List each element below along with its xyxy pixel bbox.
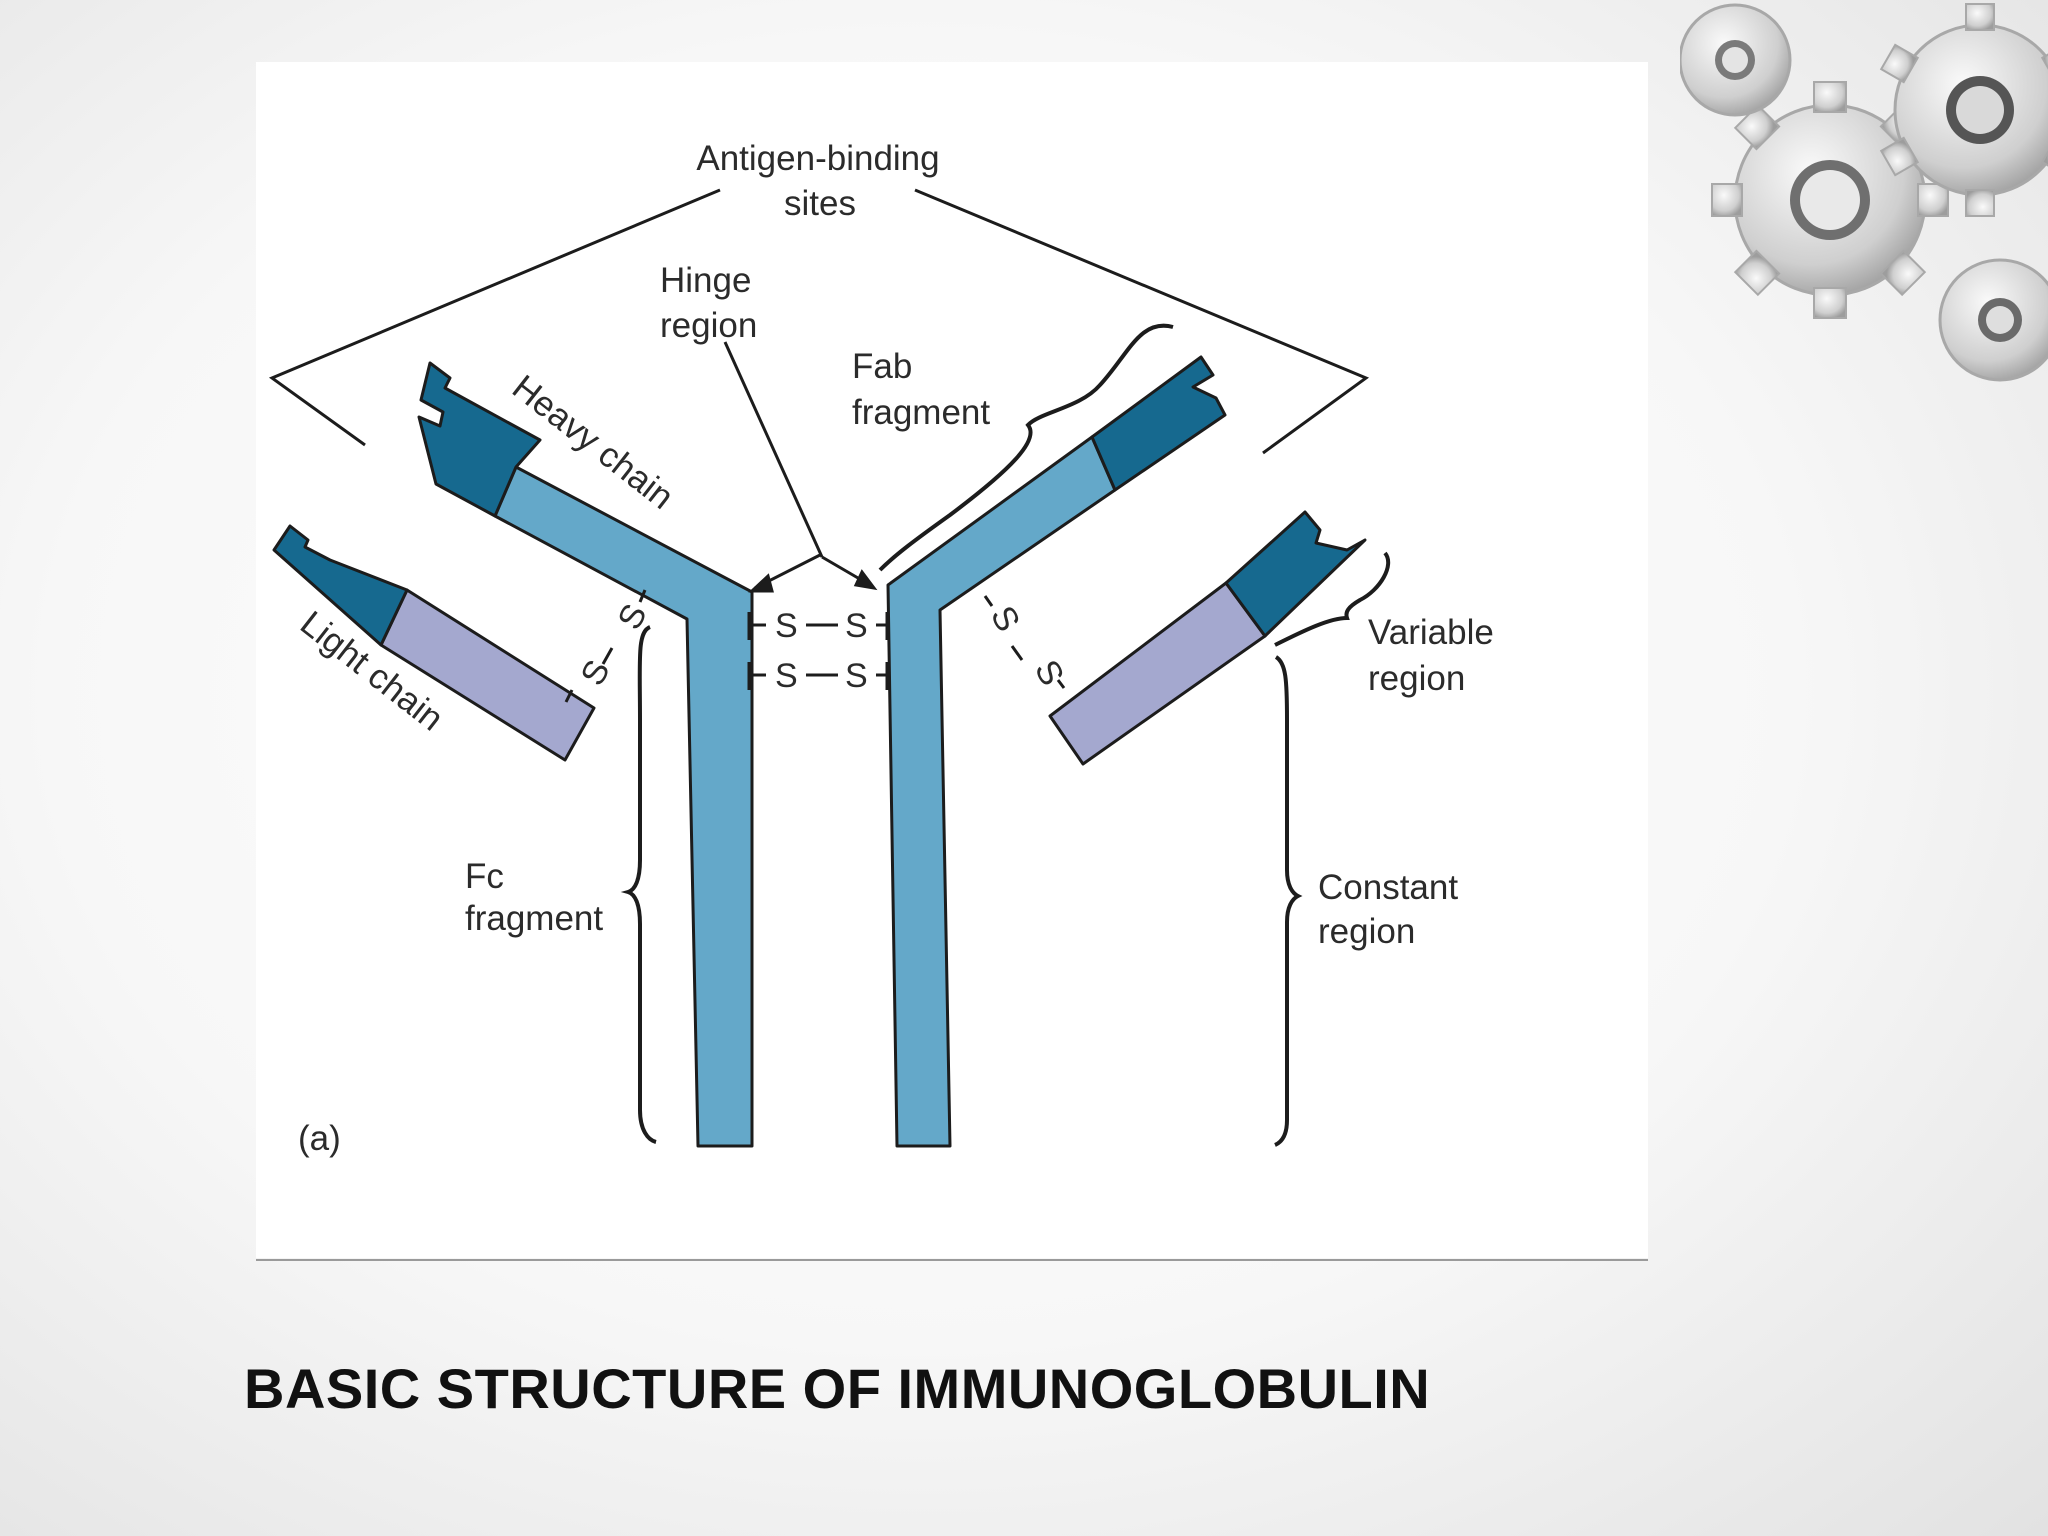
antigen-binding-bracket [268, 188, 1370, 455]
antigen-binding-label-line1: Antigen-binding [696, 139, 939, 178]
hinge-pointer [723, 341, 878, 593]
fc-bracket [620, 625, 657, 1144]
disulfide-bond-left: S S [564, 589, 655, 703]
right-light-chain [1048, 510, 1367, 766]
variable-region-label-line1: Variable [1368, 613, 1494, 652]
right-light-constant-region [1048, 581, 1267, 766]
fab-bracket [878, 323, 1174, 572]
fc-label-line1: Fc [465, 857, 504, 896]
disulfide-bonds-hinge [747, 612, 889, 690]
slide-title: BASIC STRUCTURE OF IMMUNOGLOBULIN [244, 1357, 1431, 1420]
antigen-binding-label-line2: sites [784, 184, 856, 223]
gear-icon [1680, 3, 1792, 117]
fab-label-line1: Fab [852, 347, 912, 386]
right-heavy-constant-region [886, 435, 1117, 1148]
disulfide-bond-right: S S [983, 595, 1071, 692]
left-light-variable-region [272, 524, 409, 647]
variable-bracket [1274, 551, 1391, 647]
disulfide-s-4: S [845, 657, 868, 695]
disulfide-s-2: S [845, 607, 868, 645]
variable-region-label-line2: region [1368, 659, 1465, 698]
disulfide-s-7: S [983, 600, 1027, 638]
gear-icon [1938, 258, 2048, 382]
hinge-label-line1: Hinge [660, 261, 751, 300]
constant-region-label-line2: region [1318, 912, 1415, 951]
disulfide-s-1: S [775, 607, 798, 645]
hinge-label-line2: region [660, 306, 757, 345]
right-heavy-variable-region [1090, 355, 1227, 492]
right-light-variable-region [1224, 510, 1367, 638]
disulfide-s-8: S [1027, 654, 1071, 692]
gear-icon [1879, 3, 2048, 217]
gears-decoration [1680, 3, 2048, 382]
fab-label-line2: fragment [852, 393, 990, 432]
panel-label: (a) [298, 1119, 341, 1158]
constant-bracket [1274, 655, 1303, 1147]
left-light-constant-region [379, 588, 596, 762]
constant-region-label-line1: Constant [1318, 868, 1458, 907]
left-heavy-chain [417, 361, 754, 1148]
disulfide-s-6: S [574, 654, 618, 692]
left-heavy-constant-region [493, 465, 754, 1148]
right-heavy-chain [886, 355, 1227, 1148]
disulfide-s-3: S [775, 657, 798, 695]
gear-icon [1711, 81, 1949, 319]
left-light-chain [272, 524, 596, 762]
fc-label-line2: fragment [465, 899, 603, 938]
left-heavy-variable-region [417, 361, 542, 518]
figure-divider [256, 1259, 1648, 1261]
